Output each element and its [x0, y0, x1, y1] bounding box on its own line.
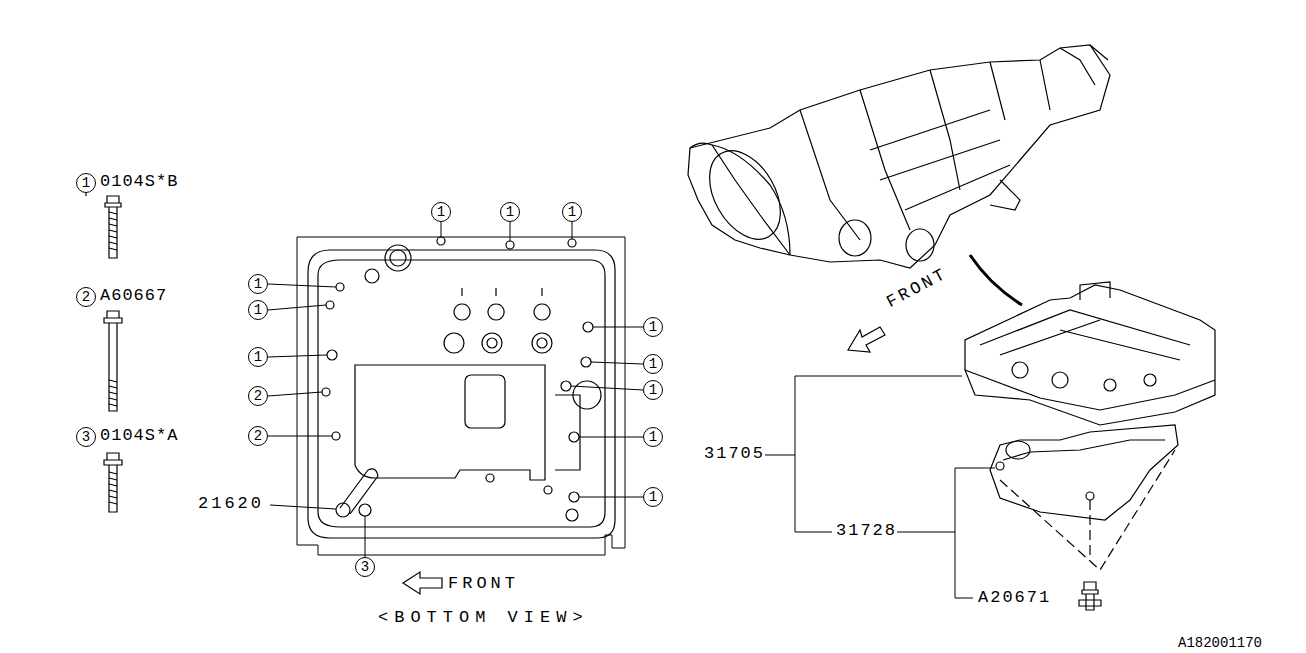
- callout-number: 1: [568, 205, 576, 219]
- callout-number: 1: [254, 350, 262, 364]
- part-label: FRONT: [448, 575, 519, 594]
- part-label: 0104S*B: [100, 173, 178, 192]
- callout-circle: 2: [76, 287, 96, 307]
- part-label: FRONT: [884, 265, 951, 312]
- part-label: 21620: [198, 495, 264, 514]
- callout-number: 3: [82, 430, 90, 444]
- callout-circle: 1: [76, 173, 96, 193]
- callout-circle: 2: [248, 386, 268, 406]
- callout-brackets: [764, 376, 995, 598]
- callout-circle: 3: [76, 427, 96, 447]
- valve-body-illustration: [965, 282, 1215, 610]
- leader-lines: [268, 222, 643, 557]
- callout-number: 1: [82, 176, 90, 190]
- callout-number: 1: [506, 205, 514, 219]
- part-label: A60667: [100, 287, 167, 306]
- part-label: A182001170: [1178, 636, 1262, 651]
- part-label: 31705: [704, 445, 765, 464]
- callout-circle: 1: [500, 202, 520, 222]
- part-label: 0104S*A: [100, 427, 178, 446]
- callout-number: 1: [649, 490, 657, 504]
- callout-circle: 1: [248, 300, 268, 320]
- callout-number: 1: [649, 320, 657, 334]
- callout-number: 1: [254, 277, 262, 291]
- callout-circle: 1: [643, 427, 663, 447]
- callout-number: 2: [254, 429, 262, 443]
- part-label: A20671: [978, 589, 1051, 608]
- callout-circle: 3: [355, 557, 375, 577]
- part-label: 31728: [836, 522, 897, 541]
- callout-number: 1: [649, 430, 657, 444]
- callout-circle: 2: [248, 426, 268, 446]
- callout-number: 1: [254, 303, 262, 317]
- callout-number: 1: [437, 205, 445, 219]
- callout-circle: 1: [643, 317, 663, 337]
- transmission-illustration: [688, 45, 1110, 305]
- callout-circle: 1: [248, 347, 268, 367]
- callout-circle: 1: [562, 202, 582, 222]
- callout-circle: 1: [643, 380, 663, 400]
- callout-circle: 1: [643, 487, 663, 507]
- callout-number: 1: [649, 357, 657, 371]
- front-arrow: [403, 572, 442, 594]
- part-label: <BOTTOM VIEW>: [378, 609, 589, 628]
- callout-number: 2: [254, 389, 262, 403]
- valve-body-bottom-view: [297, 237, 625, 555]
- front-arrow: [848, 327, 885, 352]
- bolt-symbols: [86, 192, 122, 512]
- callout-number: 3: [361, 560, 369, 574]
- callout-circle: 1: [248, 274, 268, 294]
- callout-circle: 1: [643, 354, 663, 374]
- callout-number: 1: [649, 383, 657, 397]
- callout-number: 2: [82, 290, 90, 304]
- callout-circle: 1: [431, 202, 451, 222]
